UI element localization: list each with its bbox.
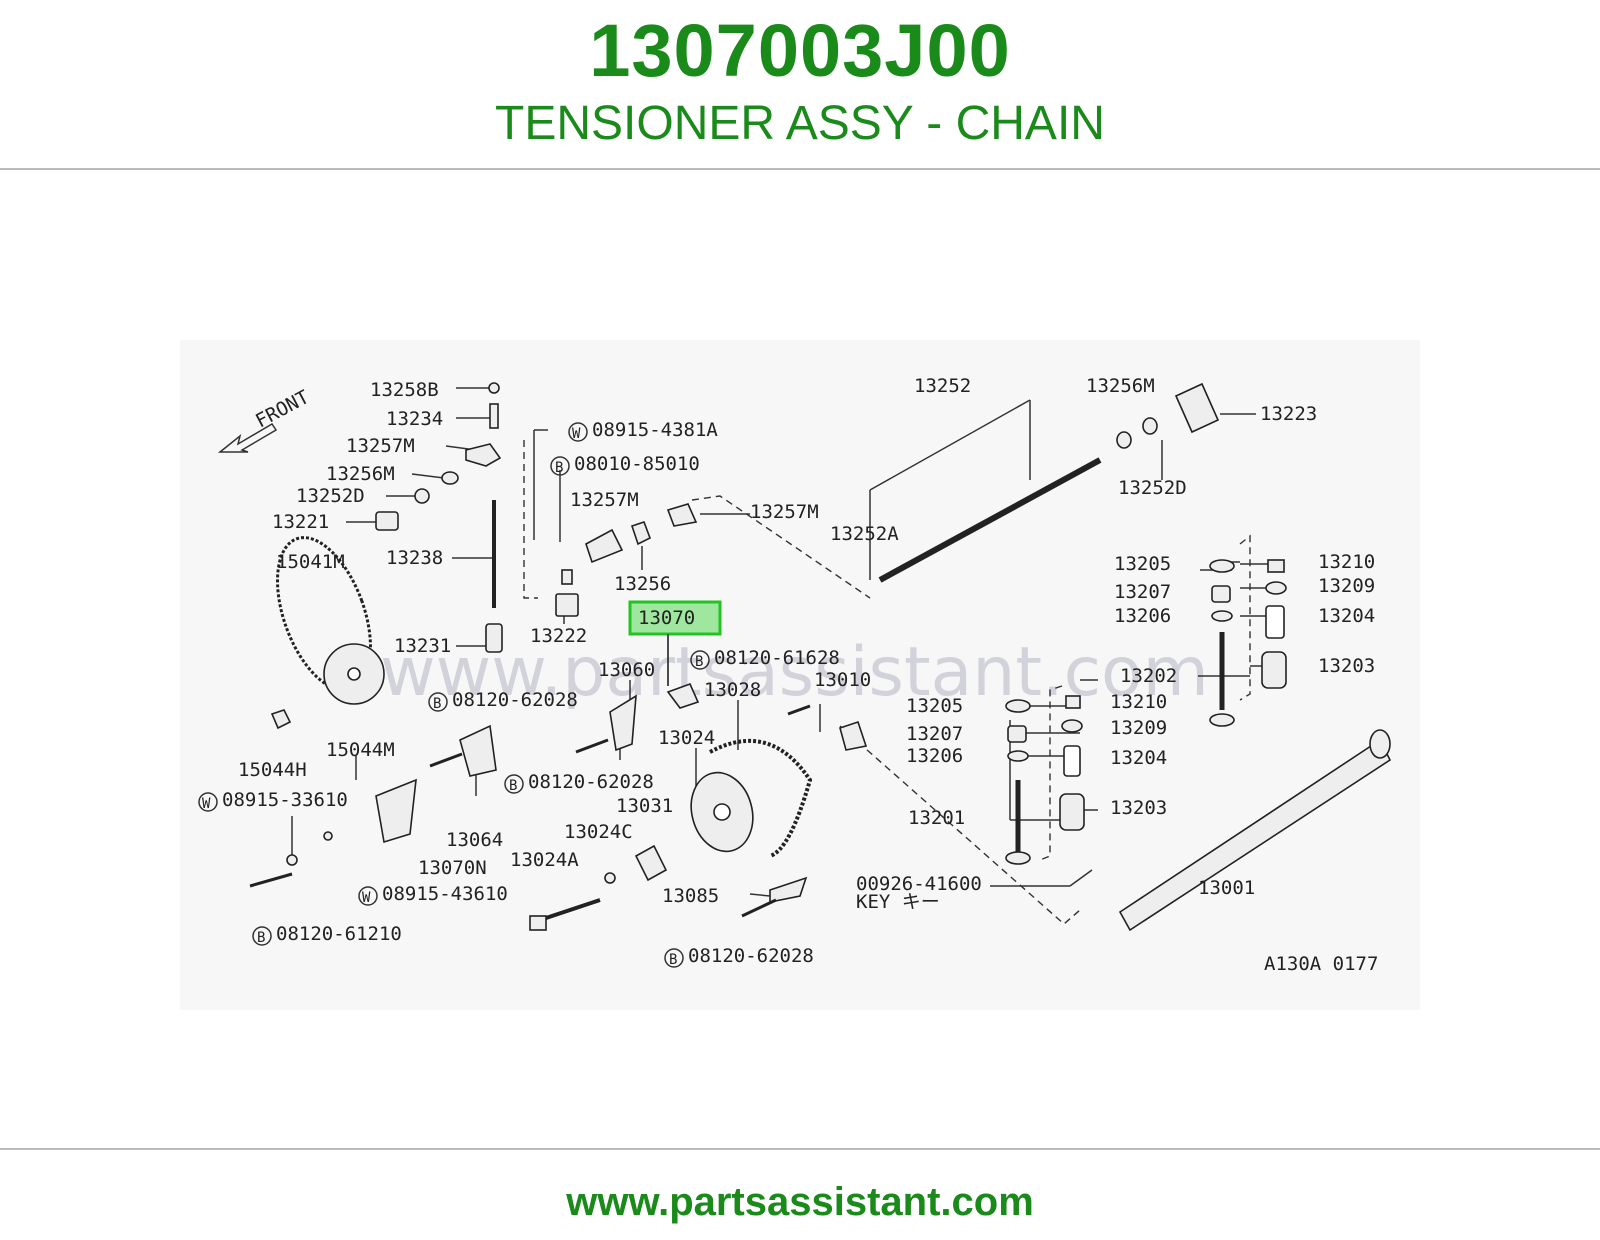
callout-label: 15044M (326, 739, 395, 761)
callout-label: 08915-43610 (382, 883, 508, 905)
callout-label: 13201 (908, 807, 965, 829)
svg-text:B: B (695, 654, 703, 670)
svg-text:W: W (362, 890, 371, 906)
callout-label: 13209 (1110, 717, 1167, 739)
callout-label: 13085 (662, 885, 719, 907)
callout-label: 13024C (564, 821, 633, 843)
callout-label: 08120-61210 (276, 923, 402, 945)
part-name: TENSIONER ASSY - CHAIN (495, 97, 1105, 150)
highlighted-callout[interactable]: 13070 (628, 600, 722, 636)
callout-label: 13234 (386, 408, 443, 430)
callout-label: 13256M (1086, 375, 1155, 397)
callout-label: 08120-61628 (714, 647, 840, 669)
dashed-lines (523, 440, 1251, 925)
callout-label: 15041M (276, 551, 345, 573)
front-label: FRONT (252, 386, 313, 432)
svg-text:B: B (669, 952, 677, 968)
callout-label: 13231 (394, 635, 451, 657)
callout-label: 08915-4381A (592, 419, 718, 441)
highlighted-callout-label: 13070 (638, 607, 695, 629)
callout-label: 08120-62028 (528, 771, 654, 793)
callout-label: KEY キー (856, 891, 940, 913)
part-shapes (249, 382, 1392, 932)
callout-label: 13256 (614, 573, 671, 595)
callout-label: 13210 (1110, 691, 1167, 713)
footer-divider (0, 1148, 1600, 1150)
svg-text:B: B (257, 930, 265, 946)
callout-label: 13010 (814, 669, 871, 691)
callout-label: 13257M (570, 489, 639, 511)
callout-label: 13252 (914, 375, 971, 397)
callout-label: 13223 (1260, 403, 1317, 425)
callout-label: 13024 (658, 727, 715, 749)
callout-label: 13204 (1318, 605, 1375, 627)
svg-text:B: B (509, 778, 517, 794)
callout-label: 13206 (1114, 605, 1171, 627)
callout-label: 08010-85010 (574, 453, 700, 475)
callout-label: 13031 (616, 795, 673, 817)
callout-label: 08120-62028 (452, 689, 578, 711)
part-number: 1307003J00 (589, 9, 1011, 92)
svg-text:W: W (572, 426, 581, 442)
callout-labels: 13258B 13234 13257M 13256M 13252D 13221 … (198, 375, 1375, 968)
callout-label: 13205 (1114, 553, 1171, 575)
callout-label: 13258B (370, 379, 439, 401)
callout-label: 13206 (906, 745, 963, 767)
callout-label: 13238 (386, 547, 443, 569)
callout-label: 13209 (1318, 575, 1375, 597)
callout-label: 13064 (446, 829, 503, 851)
callout-label: 08915-33610 (222, 789, 348, 811)
footer-url-link[interactable]: www.partsassistant.com (566, 1180, 1034, 1224)
figure-code: A130A 0177 (1264, 953, 1378, 975)
callout-label: 13252D (296, 485, 365, 507)
callout-label: 13207 (906, 723, 963, 745)
callout-label: 13252A (830, 523, 899, 545)
callout-label: 13252D (1118, 477, 1187, 499)
parts-diagram: www.partsassistant.com FRONT (180, 340, 1420, 1010)
callout-label: 13203 (1318, 655, 1375, 677)
callout-label: 13203 (1110, 797, 1167, 819)
callout-label: 13257M (346, 435, 415, 457)
callout-label: 00926-41600 (856, 873, 982, 895)
callout-label: 13024A (510, 849, 579, 871)
callout-label: 13256M (326, 463, 395, 485)
front-arrow-icon: FRONT (217, 386, 313, 453)
callout-label: 13210 (1318, 551, 1375, 573)
callout-label: 08120-62028 (688, 945, 814, 967)
callout-label: 15044H (238, 759, 307, 781)
callout-label: 13205 (906, 695, 963, 717)
callout-label: 13070N (418, 857, 487, 879)
header-divider (0, 168, 1600, 170)
callout-label: 13028 (704, 679, 761, 701)
callout-label: 13257M (750, 501, 819, 523)
callout-label: 13001 (1198, 877, 1255, 899)
callout-label: 13202 (1120, 665, 1177, 687)
callout-label: 13207 (1114, 581, 1171, 603)
svg-text:W: W (202, 796, 211, 812)
callout-label: 13204 (1110, 747, 1167, 769)
page-header: 1307003J00 TENSIONER ASSY - CHAIN (0, 0, 1600, 168)
callout-label: 13221 (272, 511, 329, 533)
svg-text:B: B (555, 460, 563, 476)
callout-label: 13222 (530, 625, 587, 647)
callout-label: 13060 (598, 659, 655, 681)
svg-text:B: B (433, 696, 441, 712)
